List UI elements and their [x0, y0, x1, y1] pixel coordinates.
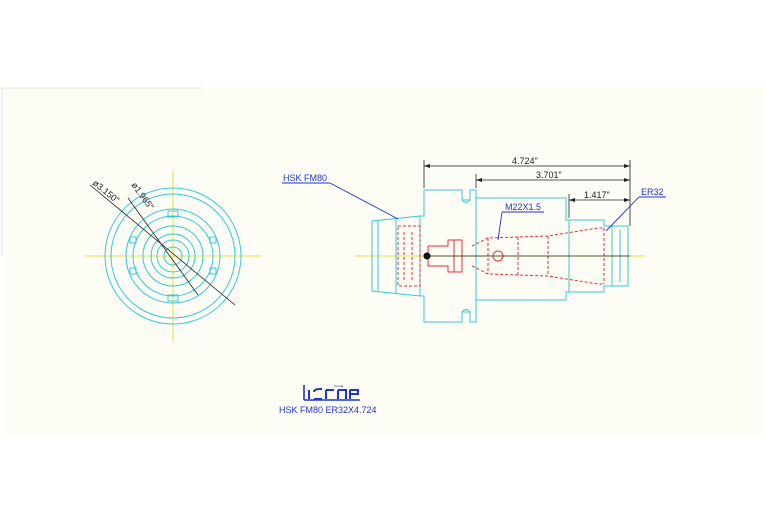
- thread-circle: [163, 246, 183, 266]
- dimensions: 4.724" 3.701" 1.417": [423, 156, 631, 226]
- key-slot: [167, 210, 179, 218]
- v-groove: [461, 199, 471, 203]
- iscar-logo: ISCAR: [303, 384, 360, 401]
- thread-callout-label: M22X1.5: [505, 202, 541, 212]
- hsk-leader: [329, 182, 399, 220]
- body-circle: [142, 225, 204, 287]
- v-groove: [461, 309, 471, 313]
- thread-leader: [497, 211, 503, 241]
- outer-diameter-leader: [89, 184, 236, 306]
- collet-leader: [605, 196, 640, 232]
- hidden-hsk-bore: [397, 225, 421, 287]
- logo-text: ISCAR: [334, 384, 344, 388]
- nose-length-label: 1.417": [584, 190, 610, 200]
- bore-circle: [156, 239, 190, 273]
- part-number: HSK FM80 ER32X4.724: [279, 405, 377, 415]
- key-slot: [129, 236, 137, 244]
- flange-groove-circle: [110, 193, 236, 319]
- flange: [419, 189, 477, 323]
- key-slot: [209, 236, 217, 244]
- hidden-bore-bottom: [471, 265, 604, 285]
- taper-circle: [125, 208, 221, 304]
- body-length-label: 3.701": [536, 170, 562, 180]
- title-block: ISCAR HSK FM80 ER32X4.724: [279, 384, 377, 415]
- drawing-sheet: [2, 88, 765, 434]
- collet-callout-label: ER32: [641, 187, 664, 197]
- callouts: HSK FM80 M22X1.5 ER32: [282, 173, 666, 241]
- hsk-callout-label: HSK FM80: [283, 173, 327, 183]
- key-slot: [129, 267, 137, 275]
- key-slot: [167, 294, 179, 302]
- collet-circle: [150, 233, 196, 279]
- inner-diameter-leader: [127, 197, 199, 296]
- key-slot: [209, 267, 217, 275]
- overall-length-label: 4.724": [512, 156, 538, 166]
- outer-flange-circle: [104, 187, 242, 325]
- taper-inner-circle: [132, 215, 214, 297]
- hidden-thread-section: [427, 239, 463, 273]
- side-view: [355, 189, 645, 323]
